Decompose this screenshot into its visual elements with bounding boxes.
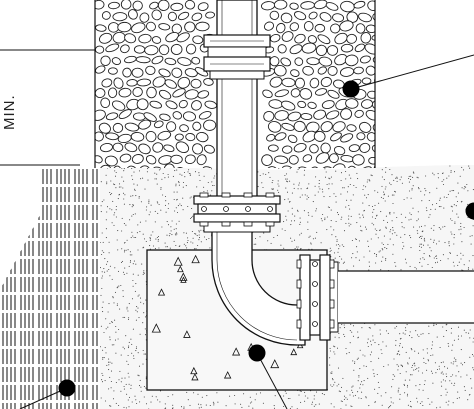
- dimension-marker: [0, 49, 95, 166]
- callout-native-soil: [19, 379, 76, 409]
- pipe-flange-horizontal: [296, 254, 339, 341]
- vertical-pipe: [216, 0, 258, 201]
- callout-sand-bedding: [465, 202, 474, 220]
- callout-stone-fill: [342, 54, 474, 98]
- native-soil-hatch: [2, 169, 98, 409]
- pipe-coupling-upper: [203, 34, 271, 80]
- horizontal-pipe: [338, 270, 474, 324]
- pipe-flange-vertical: [193, 192, 281, 233]
- callout-concrete-block: [248, 344, 288, 409]
- dimension-label: MIN.: [1, 94, 18, 130]
- pipe-elbow: [211, 229, 306, 346]
